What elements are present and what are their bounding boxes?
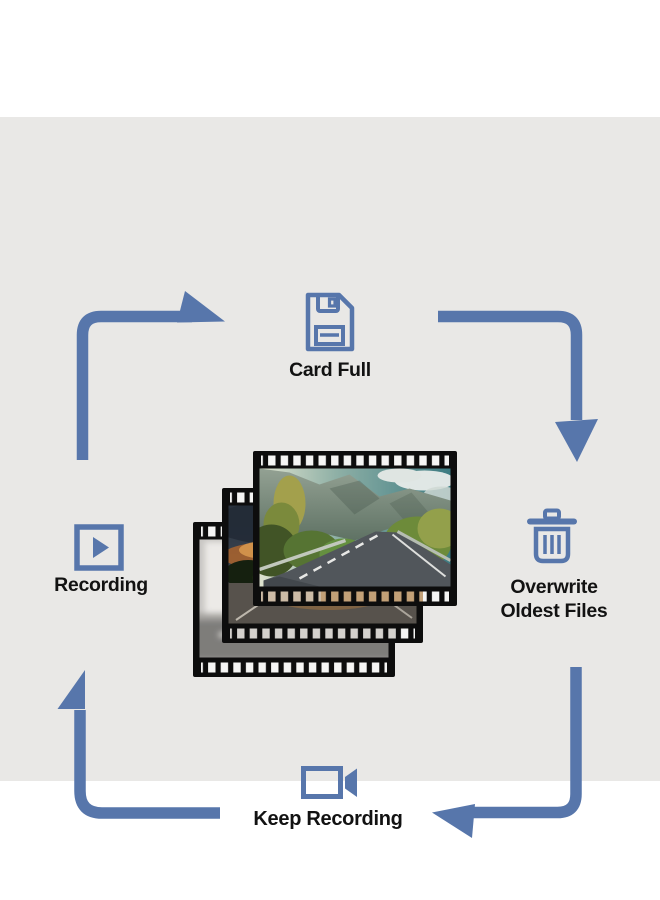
play-video-icon: [74, 524, 124, 571]
film-strips-illustration: [193, 451, 457, 677]
diagram-panel: Card Full Recording Overwrite Oldest Fil…: [0, 117, 660, 838]
flow-arrow-top-left: [76, 291, 225, 460]
bottom-white-band: [0, 781, 660, 900]
card-full-label: Card Full: [289, 359, 371, 381]
film-strip-front: [253, 451, 457, 606]
flow-arrow-bottom-right: [432, 667, 582, 838]
overwrite-label-line1: Overwrite: [510, 576, 598, 598]
flow-arrow-bottom-left: [57, 670, 220, 819]
overwrite-oldest-files-label: Overwrite Oldest Files: [464, 575, 644, 623]
save-floppy-icon: [305, 292, 355, 352]
video-camera-icon: [301, 766, 357, 799]
trash-icon: [527, 508, 577, 564]
top-white-band: [0, 0, 660, 117]
overwrite-label-line2: Oldest Files: [500, 600, 608, 622]
flow-arrow-top-right: [438, 310, 598, 462]
recording-label: Recording: [54, 574, 148, 596]
keep-recording-label: Keep Recording: [253, 808, 403, 830]
